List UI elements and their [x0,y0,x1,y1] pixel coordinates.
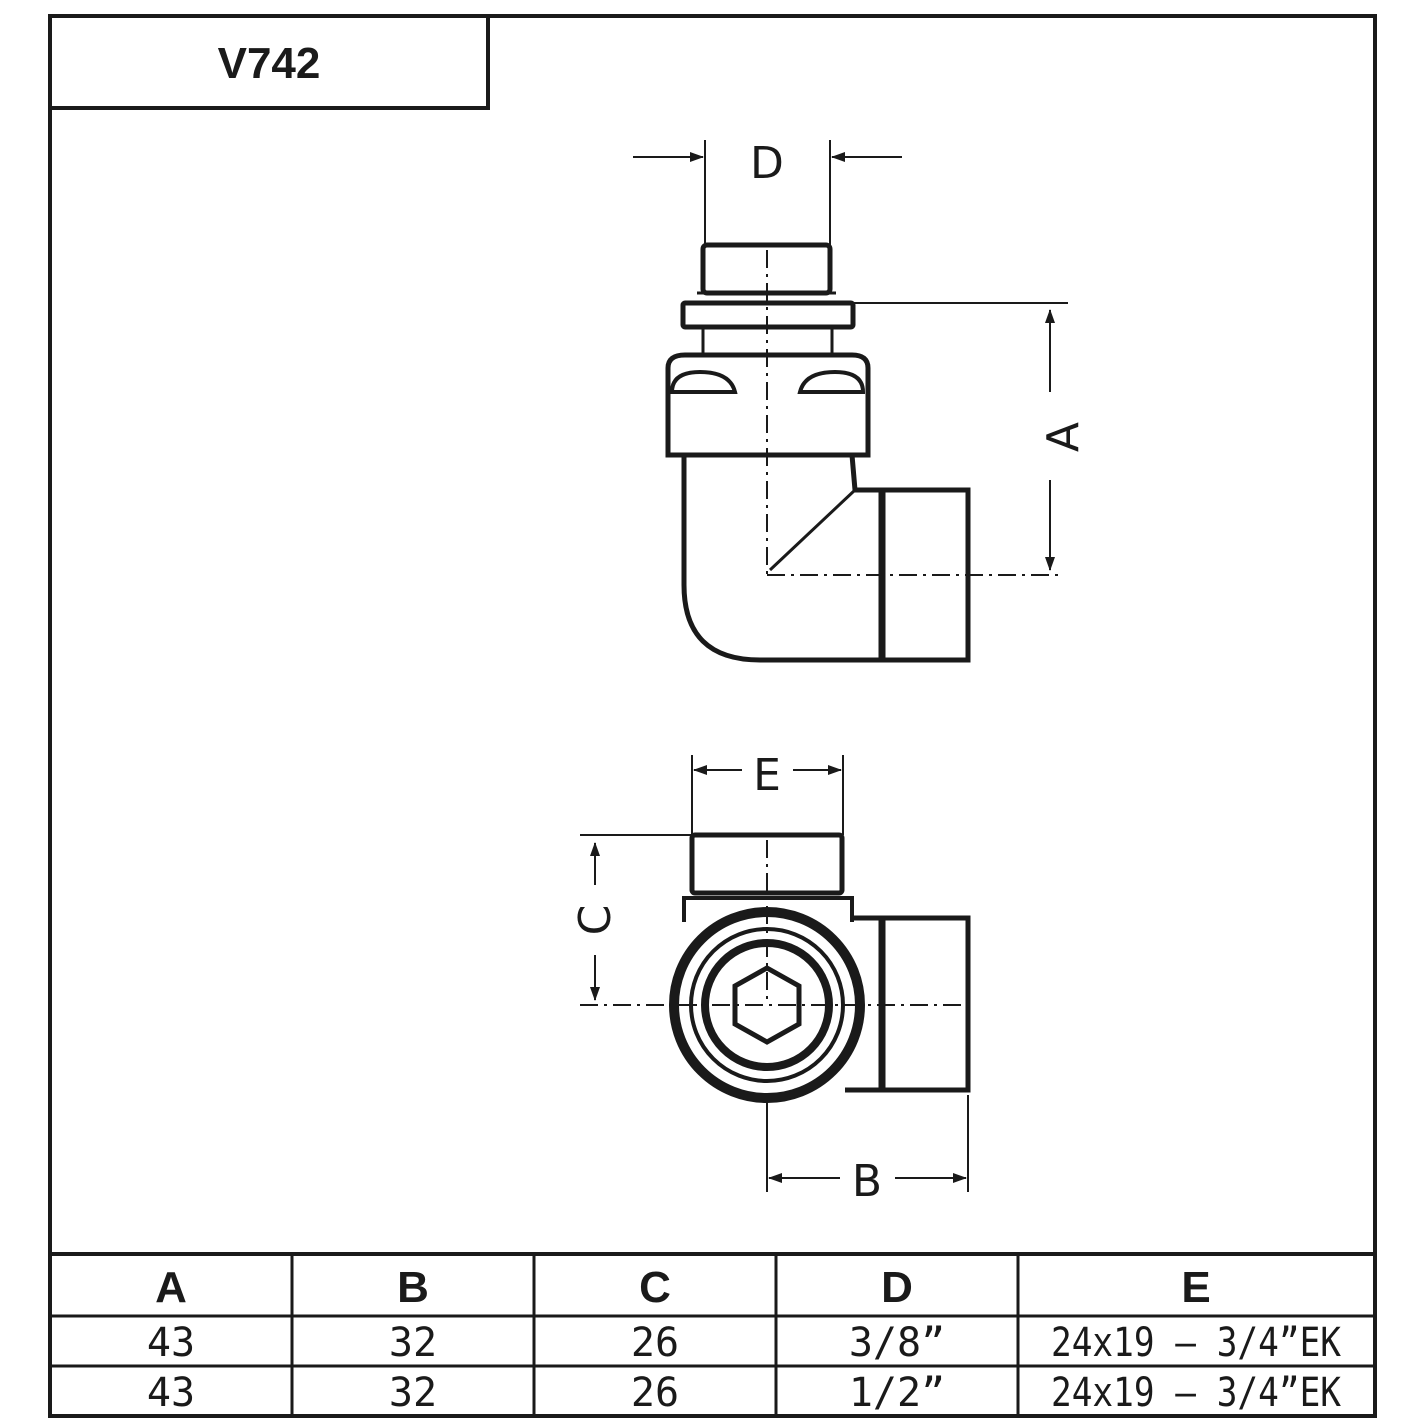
table-cell: 1/2” [849,1370,945,1416]
dimension-table: A B C D E 43 32 26 3/8” 24x19 – 3/4”EK 4… [50,1252,1375,1416]
table-cell: 43 [147,1370,195,1416]
side-view: D A [633,138,1089,663]
table-header-a: A [155,1263,187,1312]
table-cell: 26 [631,1370,679,1416]
dimension-e: E [691,750,844,835]
dimension-c-label: C [570,905,621,936]
dimension-a: A [853,302,1089,571]
table-cell: 32 [389,1370,437,1416]
dimension-e-label: E [753,750,781,801]
dimension-c: C [570,834,692,1001]
title-box: V742 [50,16,490,110]
outer-frame [48,14,1377,1418]
table-header-c: C [639,1263,671,1312]
top-view: E C B [570,750,971,1207]
table-cell: 26 [631,1320,679,1366]
dimension-a-label: A [1038,422,1089,452]
table-header-e: E [1181,1263,1210,1312]
page-title: V742 [218,39,321,88]
table-cell: 24x19 – 3/4”EK [1051,1320,1341,1366]
dimension-d-label: D [750,138,784,189]
table-cell: 32 [389,1320,437,1366]
table-cell: 43 [147,1320,195,1366]
dimension-d: D [633,138,902,245]
table-header-d: D [881,1263,913,1312]
table-cell: 3/8” [849,1320,945,1366]
table-header-b: B [397,1263,429,1312]
dimension-b: B [766,1095,969,1207]
table-cell: 24x19 – 3/4”EK [1051,1370,1341,1416]
dimension-b-label: B [852,1156,882,1207]
